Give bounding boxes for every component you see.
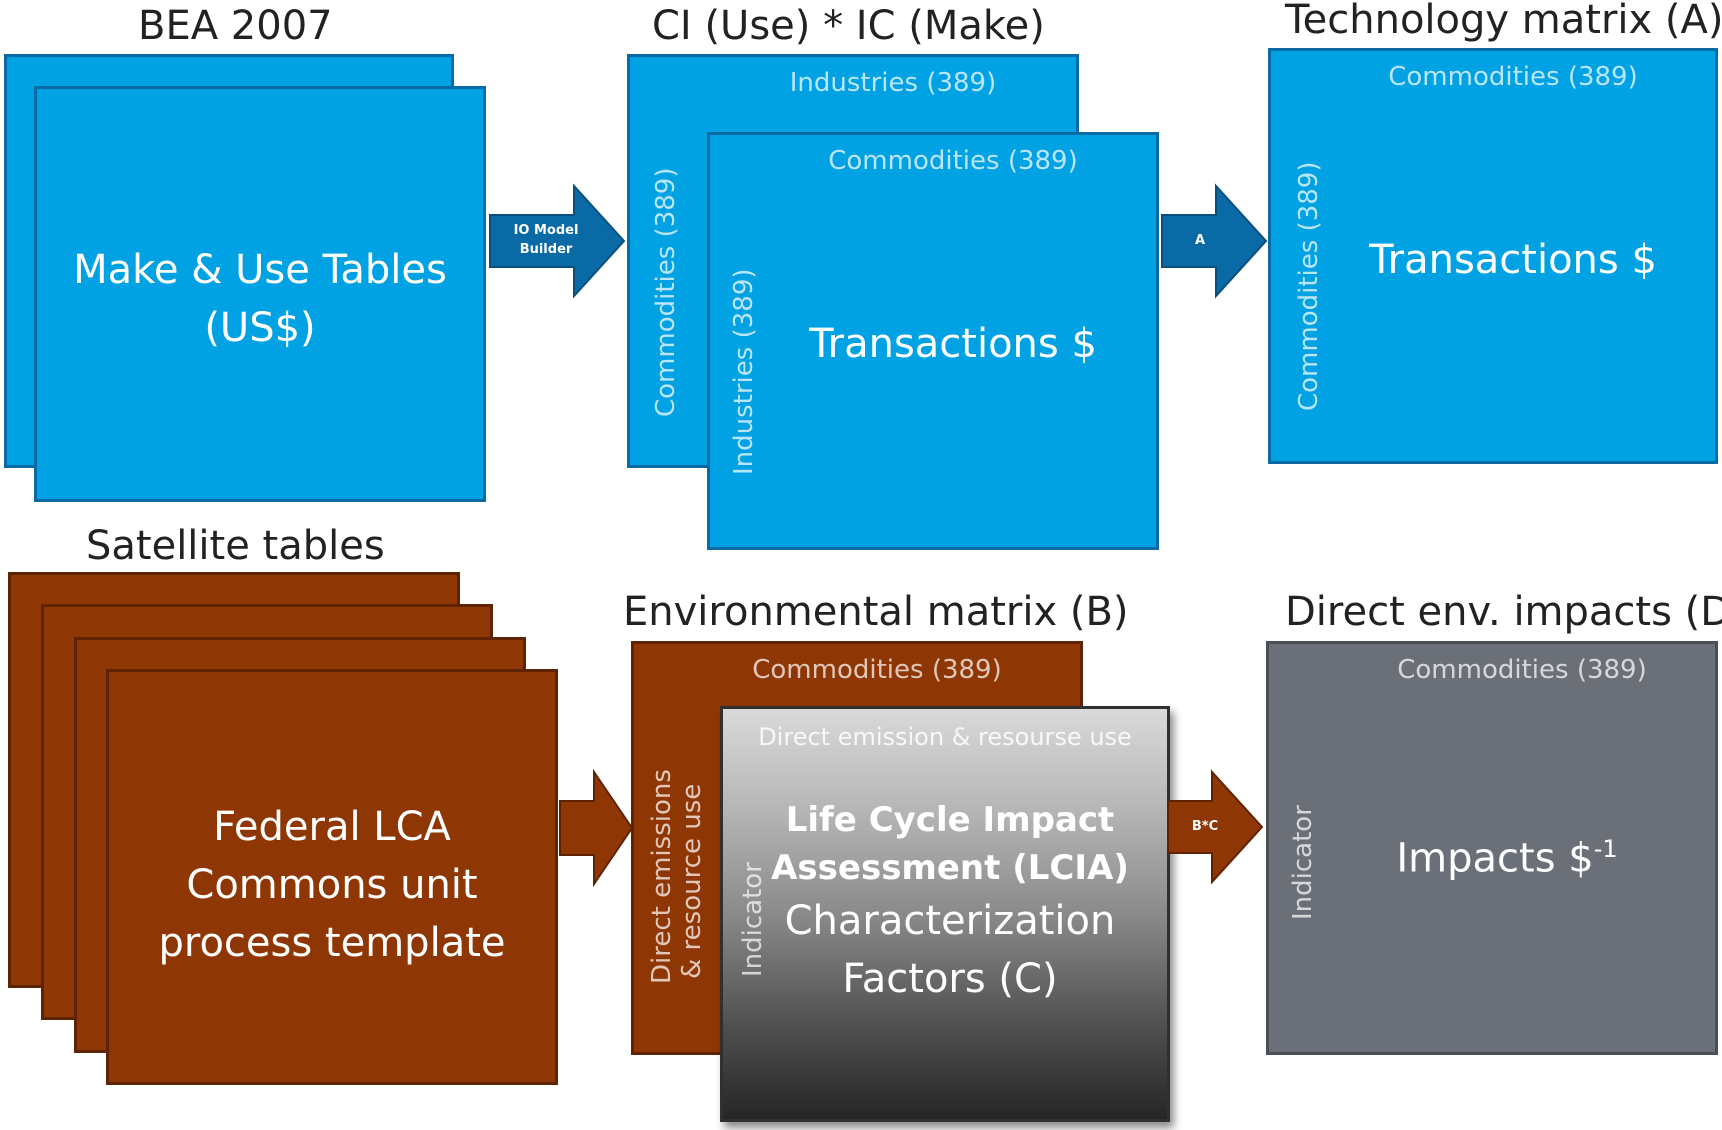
a-arrow-label: A xyxy=(1194,233,1206,248)
impacts-body-text: Impacts $ xyxy=(1396,835,1594,882)
ci-back-top-axis: Industries (389) xyxy=(789,68,997,98)
heading-ci-ic: CI (Use) * IC (Make) xyxy=(652,3,1045,49)
bea-box-label-1: Make & Use Tables xyxy=(73,247,447,293)
ci-back-side-axis: Commodities (389) xyxy=(651,167,681,418)
lcia-line-4: Factors (C) xyxy=(842,956,1058,1002)
a-arrow xyxy=(1161,183,1268,299)
tech-top-axis: Commodities (389) xyxy=(1388,62,1638,92)
technology-matrix-box: Commodities (389) Commodities (389) Tran… xyxy=(1268,48,1718,464)
lcia-line-2: Assessment (LCIA) xyxy=(771,848,1129,888)
lcia-line-1: Life Cycle Impact xyxy=(785,800,1115,840)
lcia-box: Direct emission & resourse use Indicator… xyxy=(720,706,1170,1122)
io-model-builder-label-2: Builder xyxy=(519,242,573,257)
heading-bea-2007: BEA 2007 xyxy=(138,3,333,49)
impacts-body: Impacts $-1 xyxy=(1299,820,1715,887)
federal-lca-label-2: Commons unit xyxy=(186,862,478,908)
impacts-top-axis: Commodities (389) xyxy=(1397,655,1647,685)
bea-box-label-2: (US$) xyxy=(204,305,316,351)
bc-arrow xyxy=(1167,769,1264,885)
env-back-side-axis-2: & resource use xyxy=(677,783,707,979)
io-model-builder-arrow xyxy=(489,183,626,299)
heading-environmental-matrix: Environmental matrix (B) xyxy=(623,589,1129,635)
io-model-builder-label-1: IO Model xyxy=(513,223,579,238)
impacts-body-exponent: -1 xyxy=(1593,835,1618,863)
heading-satellite-tables: Satellite tables xyxy=(86,523,385,569)
federal-lca-label-3: process template xyxy=(158,920,506,966)
ci-front-box: Commodities (389) Industries (389) Trans… xyxy=(707,132,1159,550)
bc-arrow-label: B*C xyxy=(1191,819,1219,834)
bea-front-box: Make & Use Tables (US$) xyxy=(34,86,486,502)
ci-front-body: Transactions $ xyxy=(809,321,1097,367)
federal-lca-label-1: Federal LCA xyxy=(213,804,451,850)
heading-technology-matrix: Technology matrix (A) xyxy=(1285,0,1722,43)
satellite-to-env-arrow xyxy=(559,768,634,888)
env-back-top-axis: Commodities (389) xyxy=(752,655,1002,685)
tech-body: Transactions $ xyxy=(1369,237,1657,283)
lcia-line-3: Characterization xyxy=(784,898,1116,944)
federal-lca-box: Federal LCA Commons unit process templat… xyxy=(106,669,558,1085)
heading-direct-env-impacts: Direct env. impacts (D) xyxy=(1285,589,1722,635)
env-back-side-axis-1: Direct emissions xyxy=(647,769,677,984)
impacts-box: Commodities (389) Indicator Impacts $-1 xyxy=(1266,641,1718,1055)
ci-front-top-axis: Commodities (389) xyxy=(828,146,1078,176)
lcia-top-axis: Direct emission & resourse use xyxy=(758,723,1132,751)
